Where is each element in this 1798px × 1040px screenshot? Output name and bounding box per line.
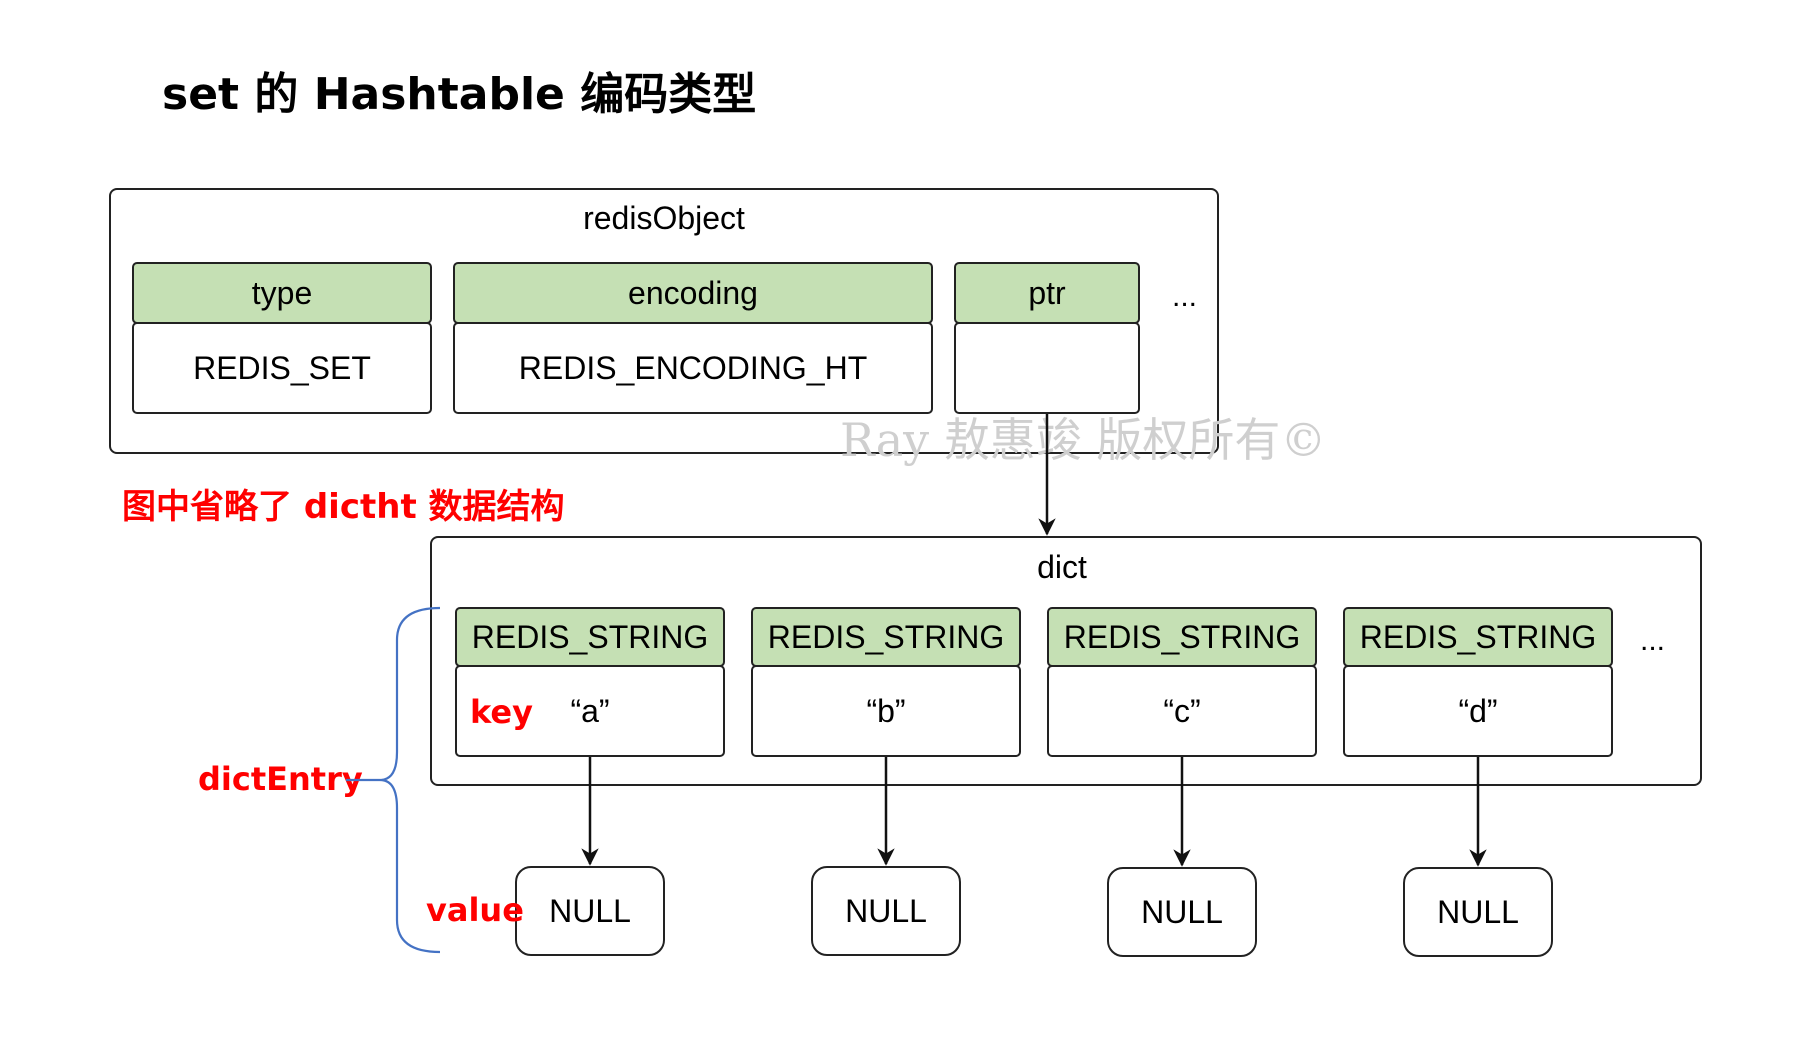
- entry-b-type: REDIS_STRING: [751, 607, 1021, 667]
- dict-label: dict: [1037, 549, 1087, 585]
- entry-b-key: “b”: [751, 665, 1021, 757]
- value-b-null: NULL: [811, 866, 961, 956]
- field-type-value: REDIS_SET: [132, 322, 432, 414]
- field-ptr-header: ptr: [954, 262, 1140, 324]
- dict-more: ...: [1640, 624, 1666, 657]
- redis-object-label: redisObject: [583, 200, 745, 236]
- dict-entry-brace: [379, 606, 441, 954]
- entry-a-key: “a”: [455, 665, 725, 757]
- value-d-null: NULL: [1403, 867, 1553, 957]
- field-type-header: type: [132, 262, 432, 324]
- entry-c-type: REDIS_STRING: [1047, 607, 1317, 667]
- redis-object-more: ...: [1172, 280, 1198, 313]
- key-label: key: [470, 693, 533, 731]
- field-encoding-value: REDIS_ENCODING_HT: [453, 322, 933, 414]
- watermark: Ray 敖惠竣 版权所有©: [840, 413, 1327, 467]
- entry-c-key: “c”: [1047, 665, 1317, 757]
- value-a-null: NULL: [515, 866, 665, 956]
- omission-note: 图中省略了 dictht 数据结构: [122, 487, 565, 527]
- entry-d-key: “d”: [1343, 665, 1613, 757]
- dict-entry-label: dictEntry: [198, 760, 363, 798]
- value-label: value: [426, 891, 524, 929]
- field-ptr-value: [954, 322, 1140, 414]
- value-c-null: NULL: [1107, 867, 1257, 957]
- diagram-title: set 的 Hashtable 编码类型: [162, 69, 757, 120]
